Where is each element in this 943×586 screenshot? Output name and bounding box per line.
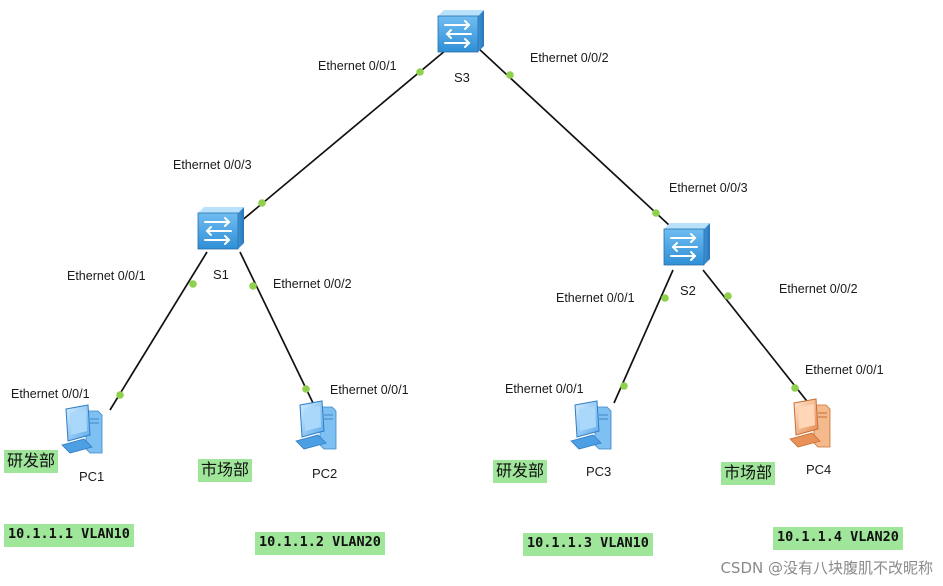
switch-icon-s1[interactable] (197, 206, 245, 250)
port-label-s2-e1: Ethernet 0/0/1 (556, 291, 635, 305)
port-dot-pc1-e1 (116, 391, 124, 399)
address-tag-pc4: 10.1.1.4 VLAN20 (773, 527, 903, 550)
link-s2-pc4 (702, 269, 811, 406)
port-label-s1-e3: Ethernet 0/0/3 (173, 158, 252, 172)
port-dot-s2-e2 (724, 292, 732, 300)
port-dot-s3-e1 (416, 68, 424, 76)
switch-icon-s3[interactable] (437, 9, 485, 53)
links (109, 47, 811, 411)
link-s3-s1 (239, 49, 447, 223)
device-label-pc4: PC4 (806, 462, 831, 477)
switch-icon-s2[interactable] (663, 222, 711, 266)
port-label-s1-e2: Ethernet 0/0/2 (273, 277, 352, 291)
port-label-s1-e1: Ethernet 0/0/1 (67, 269, 146, 283)
department-tag-pc4: 市场部 (721, 462, 776, 485)
port-dot-s2-e1 (661, 294, 669, 302)
device-label-s1: S1 (213, 267, 229, 282)
pc-icon-pc4[interactable] (789, 398, 831, 448)
link-s1-pc1 (109, 251, 208, 411)
device-label-pc2: PC2 (312, 466, 337, 481)
port-dot-pc2-e1 (302, 385, 310, 393)
link-s1-pc2 (239, 251, 314, 404)
address-tag-pc3: 10.1.1.3 VLAN10 (523, 533, 653, 556)
port-label-s3-e2: Ethernet 0/0/2 (530, 51, 609, 65)
device-label-s2: S2 (680, 283, 696, 298)
device-label-pc3: PC3 (586, 464, 611, 479)
watermark: CSDN @没有八块腹肌不改昵称 (720, 559, 933, 577)
address-tag-pc2: 10.1.1.2 VLAN20 (255, 532, 385, 555)
port-label-s2-e3: Ethernet 0/0/3 (669, 181, 748, 195)
port-dot-s3-e2 (506, 71, 514, 79)
port-dot-s1-e1 (189, 280, 197, 288)
port-label-pc2-e1: Ethernet 0/0/1 (330, 383, 409, 397)
port-dot-pc4-e1 (791, 384, 799, 392)
port-label-s3-e1: Ethernet 0/0/1 (318, 59, 397, 73)
port-label-pc3-e1: Ethernet 0/0/1 (505, 382, 584, 396)
link-s3-s2 (477, 47, 684, 239)
address-tag-pc1: 10.1.1.1 VLAN10 (4, 524, 134, 547)
device-label-pc1: PC1 (79, 469, 104, 484)
pc-icon-pc2[interactable] (295, 400, 337, 450)
port-dots (116, 68, 799, 399)
port-label-s2-e2: Ethernet 0/0/2 (779, 282, 858, 296)
department-tag-pc3: 研发部 (493, 460, 548, 483)
port-dot-s1-e3 (258, 199, 266, 207)
department-tag-pc1: 研发部 (4, 450, 59, 473)
port-dot-s2-e3 (652, 209, 660, 217)
department-tag-pc2: 市场部 (198, 459, 253, 482)
device-label-s3: S3 (454, 70, 470, 85)
port-dot-pc3-e1 (620, 382, 628, 390)
port-label-pc1-e1: Ethernet 0/0/1 (11, 387, 90, 401)
port-label-pc4-e1: Ethernet 0/0/1 (805, 363, 884, 377)
pc-icon-pc3[interactable] (570, 400, 612, 450)
link-s2-pc3 (613, 269, 674, 404)
pc-icon-pc1[interactable] (61, 404, 103, 454)
port-dot-s1-e2 (249, 282, 257, 290)
